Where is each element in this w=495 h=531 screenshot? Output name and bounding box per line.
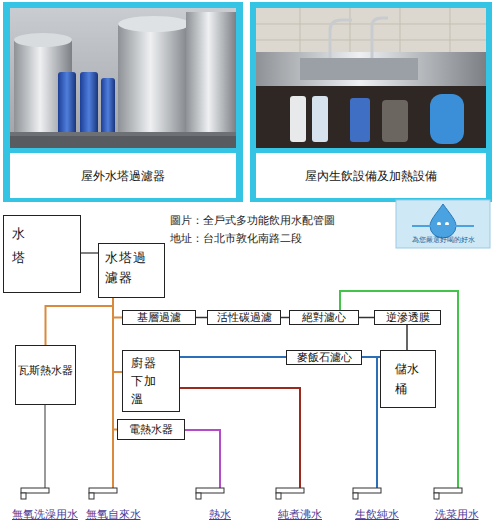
- filter-housing: [350, 98, 370, 142]
- process-box: 瓦斯熱水器: [15, 345, 76, 405]
- pipe-wire: [44, 405, 46, 488]
- pipe-connector: [359, 317, 374, 319]
- pipe-wire: [180, 388, 300, 488]
- box-label: 瓦斯熱水器: [16, 364, 75, 378]
- photo-frame: [3, 2, 243, 202]
- process-box: 儲水桶: [380, 350, 436, 408]
- water-tank: [186, 12, 236, 148]
- process-box: 逆滲透膜: [374, 310, 441, 325]
- roof-edge: [10, 136, 236, 148]
- water-tank: [118, 24, 190, 148]
- photo-caption: 屋外水塔過濾器: [10, 168, 236, 184]
- faucet-spout: [353, 493, 358, 499]
- outlet-label: 生飲純水: [337, 508, 417, 522]
- box-label: 活性碳過濾: [208, 311, 280, 324]
- faucet-body: [276, 488, 304, 493]
- pipe-wire: [112, 430, 114, 488]
- tap: [330, 18, 388, 58]
- process-box: 水塔: [3, 215, 81, 293]
- faucet-spout: [89, 493, 94, 499]
- tank-top: [14, 33, 72, 47]
- tank-top: [118, 16, 190, 32]
- pipe-connector: [180, 356, 286, 358]
- outlet-label: 無氧洗澡用水: [0, 508, 90, 522]
- outlet-label: 無氧自來水: [73, 508, 153, 522]
- pipe-connector: [113, 298, 117, 430]
- water-drop-logo: [430, 204, 456, 238]
- outlet-label: 純煮沸水: [260, 508, 340, 522]
- box-label: 逆滲透膜: [375, 311, 440, 324]
- heater: [382, 100, 408, 142]
- faucet-body: [353, 488, 381, 493]
- pipe-wire: [376, 357, 378, 488]
- filter-housing: [290, 96, 306, 142]
- filter-housing: [312, 96, 328, 142]
- faucet-body: [434, 488, 462, 493]
- pipe: [10, 132, 236, 136]
- faucet-spout: [276, 493, 281, 499]
- pipe-connector: [406, 325, 408, 350]
- faucet-body: [196, 488, 224, 493]
- filter-housing: [101, 78, 115, 136]
- logo-swoosh: [412, 225, 474, 227]
- filter-housing: [80, 72, 98, 136]
- box-label: 儲水桶: [395, 359, 421, 399]
- pipe-connector: [81, 252, 98, 254]
- box-label: 電熱水器: [118, 423, 184, 436]
- process-box: 水塔過濾器: [98, 243, 165, 298]
- pipe-connector: [281, 317, 289, 319]
- cabinet: [256, 86, 486, 148]
- logo-box: [396, 200, 490, 248]
- box-label: 水塔過濾器: [105, 248, 149, 288]
- box-label: 廚器下加溫: [131, 354, 169, 408]
- process-box: 廚器下加溫: [122, 350, 180, 412]
- note-text: 為您嚴選好喝的好水: [396, 235, 490, 245]
- filter-housing: [58, 72, 76, 136]
- sink-basin: [300, 58, 418, 80]
- photo-caption: 屋內生飲設備及加熱設備: [256, 168, 486, 184]
- box-label: 水塔: [12, 222, 28, 270]
- faucet-symbol: [21, 488, 462, 499]
- box-label: 基層過濾: [123, 311, 195, 324]
- pipe-connector: [113, 298, 122, 372]
- photo-sky: [10, 8, 236, 148]
- pipe-wire: [185, 430, 220, 488]
- process-box: 電熱水器: [117, 419, 185, 440]
- note-text: 地址：台北市敦化南路二段: [170, 232, 395, 246]
- process-box: 絕對濾心: [289, 310, 359, 325]
- pipe-connector: [362, 356, 380, 358]
- process-box: 麥飯石濾心: [286, 350, 362, 365]
- box-label: 麥飯石濾心: [287, 351, 361, 364]
- pipe-connector: [196, 317, 207, 319]
- faucet-spout: [21, 493, 26, 499]
- process-box: 活性碳過濾: [207, 310, 281, 325]
- outlet-label: 熱水: [185, 508, 255, 522]
- outlet-label: 洗菜用水: [418, 508, 495, 522]
- faucet-spout: [434, 493, 439, 499]
- caption-area: [10, 153, 236, 198]
- box-label: 絕對濾心: [290, 311, 358, 324]
- process-box: 基層過濾: [122, 310, 196, 325]
- caption-area: [256, 153, 486, 198]
- storage-tank: [430, 94, 464, 144]
- pipe-connector: [113, 298, 122, 318]
- photo-wall: [256, 8, 486, 148]
- diagram-title: 圖片：全戶式多功能飲用水配管圖: [170, 214, 395, 228]
- photo-frame: [250, 2, 492, 202]
- faucet-body: [21, 488, 49, 493]
- pipe-connector: [46, 298, 114, 345]
- faucet-spout: [196, 493, 201, 499]
- faucet-body: [89, 488, 117, 493]
